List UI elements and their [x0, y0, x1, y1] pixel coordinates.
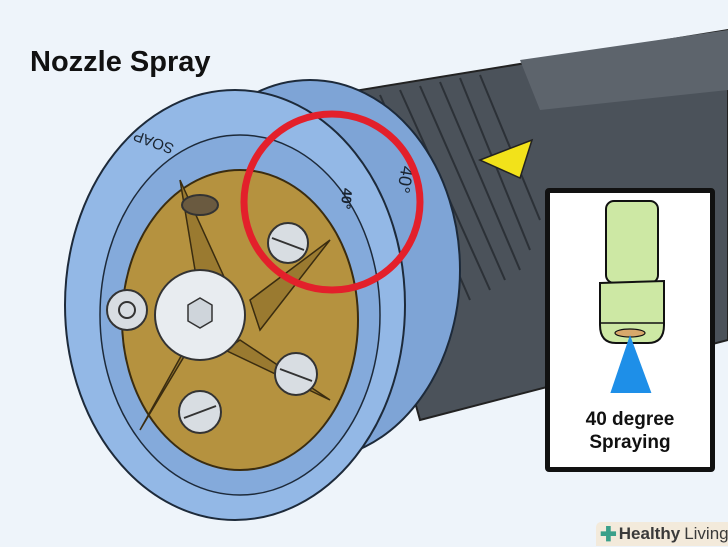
healthy-living-logo: ✚ Healthy Living: [596, 522, 728, 546]
highlight-circle: [240, 110, 424, 294]
hex-bolt-icon: [187, 297, 213, 329]
logo-bold-text: Healthy: [618, 524, 681, 543]
spray-cone: [608, 335, 654, 404]
hose-highlight: [520, 30, 728, 110]
spray-nozzle-icon: [599, 200, 665, 404]
angle-label-front: 40°: [338, 188, 356, 210]
spray-inset-panel: 40 degree Spraying: [545, 188, 715, 472]
page-title: Nozzle Spray: [30, 46, 211, 78]
warning-triangle-icon: [478, 138, 534, 180]
inset-label-line1: 40 degree: [585, 409, 675, 430]
inset-label-line2: Spraying: [589, 432, 671, 453]
logo-light-text: Living: [684, 524, 728, 543]
screws: [106, 194, 318, 434]
plus-leaf-icon: ✚: [600, 523, 617, 546]
